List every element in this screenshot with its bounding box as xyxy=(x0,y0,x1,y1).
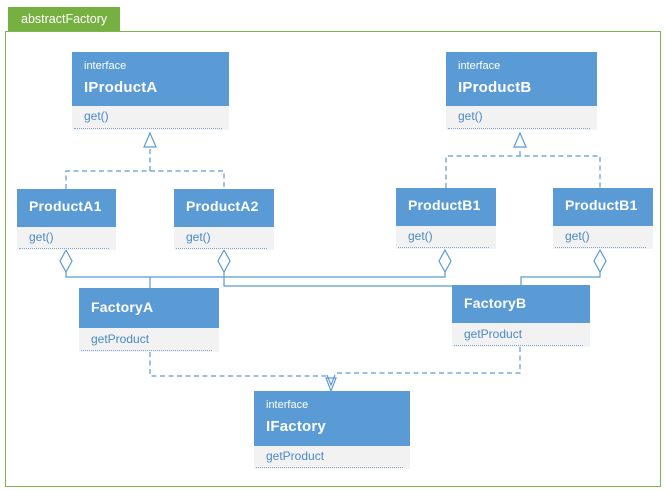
node-factoryb[interactable]: FactoryB getProduct xyxy=(452,285,590,347)
node-producta2[interactable]: ProductA2 get() xyxy=(174,189,274,250)
node-header: ProductB1 xyxy=(553,188,653,226)
method-separator xyxy=(398,247,489,248)
method-separator xyxy=(176,248,267,249)
method-row: get() xyxy=(396,226,496,249)
node-header: ProductB1 xyxy=(396,188,496,226)
node-header: FactoryA xyxy=(79,288,219,328)
realization-ifactory-connector xyxy=(149,347,521,393)
method-row: getProduct xyxy=(452,323,590,347)
node-title: ProductA1 xyxy=(29,198,102,214)
node-title: ProductA2 xyxy=(186,198,259,214)
node-title: IProductB xyxy=(458,79,532,96)
method-label: get() xyxy=(408,229,433,243)
method-row: get() xyxy=(553,226,653,249)
method-label: get() xyxy=(29,230,54,244)
node-header: interface IFactory xyxy=(254,391,410,446)
method-label: getProduct xyxy=(91,332,150,346)
method-row: get() xyxy=(446,106,597,130)
stereotype-label: interface xyxy=(458,60,501,72)
node-title: FactoryB xyxy=(464,295,527,311)
node-title: FactoryA xyxy=(91,299,154,315)
method-label: getProduct xyxy=(266,449,325,463)
node-header: ProductA1 xyxy=(17,189,116,227)
method-separator xyxy=(256,467,403,468)
node-title: ProductB1 xyxy=(565,197,638,213)
node-ifactory[interactable]: interface IFactory getProduct xyxy=(254,391,410,469)
method-row: get() xyxy=(174,227,274,250)
node-header: FactoryB xyxy=(452,285,590,323)
node-iproducta[interactable]: interface IProductA get() xyxy=(72,52,229,130)
stereotype-label: interface xyxy=(84,60,127,72)
realization-iproducta-connector xyxy=(65,131,225,189)
node-header: interface IProductB xyxy=(446,52,597,106)
method-row: get() xyxy=(72,106,229,130)
node-header: interface IProductA xyxy=(72,52,229,106)
node-title: IProductA xyxy=(84,79,158,96)
method-row: getProduct xyxy=(254,446,410,469)
node-title: ProductB1 xyxy=(408,197,481,213)
method-separator xyxy=(19,248,109,249)
method-label: get() xyxy=(458,109,483,123)
node-header: ProductA2 xyxy=(174,189,274,227)
aggregation-factoryb-right-connector xyxy=(520,248,607,285)
node-productb1-right[interactable]: ProductB1 get() xyxy=(553,188,653,249)
method-label: getProduct xyxy=(464,327,523,341)
aggregation-factorya-connector xyxy=(59,248,452,288)
node-factorya[interactable]: FactoryA getProduct xyxy=(79,288,219,352)
node-title: IFactory xyxy=(266,418,326,435)
method-row: get() xyxy=(17,227,116,250)
realization-iproductb-connector xyxy=(445,131,601,188)
node-productb1-left[interactable]: ProductB1 get() xyxy=(396,188,496,249)
method-separator xyxy=(81,350,212,351)
stereotype-label: interface xyxy=(266,399,309,411)
page-tab[interactable]: abstractFactory xyxy=(8,7,121,31)
method-label: get() xyxy=(84,109,109,123)
method-label: get() xyxy=(565,229,590,243)
node-producta1[interactable]: ProductA1 get() xyxy=(17,189,116,250)
method-separator xyxy=(454,345,583,346)
method-separator xyxy=(448,128,590,129)
method-label: get() xyxy=(186,230,211,244)
aggregation-factoryb-left-connector xyxy=(217,248,452,287)
node-iproductb[interactable]: interface IProductB get() xyxy=(446,52,597,130)
method-separator xyxy=(555,247,646,248)
method-separator xyxy=(74,128,222,129)
method-row: getProduct xyxy=(79,328,219,352)
